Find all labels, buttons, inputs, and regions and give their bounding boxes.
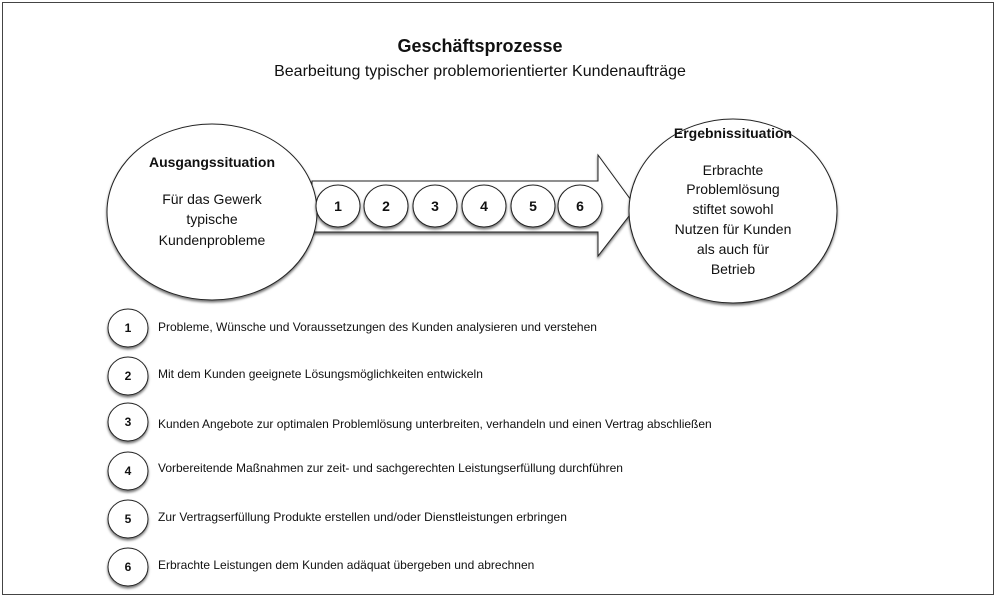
step-number: 1: [125, 321, 132, 335]
result-line: Erbrachte: [703, 162, 764, 178]
start-situation: Ausgangssituation Für das Gewerk typisch…: [106, 123, 318, 301]
step-text: Erbrachte Leistungen dem Kunden adäquat …: [158, 558, 534, 572]
arrow-step-number: 4: [480, 198, 488, 214]
result-line: Nutzen für Kunden: [675, 221, 792, 237]
arrow-step-number: 5: [529, 198, 537, 214]
step-item: 1 Probleme, Wünsche und Voraussetzungen d…: [107, 308, 597, 348]
result-heading: Ergebnissituation: [674, 125, 792, 141]
step-text: Mit dem Kunden geeignete Lösungsmöglichk…: [158, 367, 483, 381]
step-item: 4 Vorbereitende Maßnahmen zur zeit- und s…: [107, 451, 623, 491]
result-circle: [628, 118, 838, 304]
step-item: 3 Kunden Angebote zur optimalen Problemlö…: [107, 402, 712, 442]
diagram-title: Geschäftsprozesse: [397, 36, 562, 56]
result-line: Betrieb: [711, 261, 756, 277]
arrow-step-number: 2: [382, 198, 390, 214]
step-list: 1 Probleme, Wünsche und Voraussetzungen d…: [107, 308, 712, 587]
step-number: 4: [125, 464, 132, 478]
result-line: als auch für: [697, 241, 770, 257]
arrow-step-number: 1: [334, 198, 342, 214]
step-text: Zur Vertragserfüllung Produkte erstellen…: [158, 510, 567, 524]
arrow-step: 5: [510, 184, 556, 228]
result-line: Problemlösung: [686, 181, 779, 197]
step-text: Probleme, Wünsche und Voraussetzungen de…: [158, 320, 597, 334]
start-heading: Ausgangssituation: [149, 154, 275, 170]
start-line: Kundenprobleme: [159, 232, 266, 248]
step-item: 2 Mit dem Kunden geeignete Lösungsmöglich…: [107, 356, 483, 396]
arrow-step-number: 6: [576, 198, 584, 214]
step-text: Kunden Angebote zur optimalen Problemlös…: [158, 417, 712, 431]
step-item: 6 Erbrachte Leistungen dem Kunden adäquat…: [107, 547, 534, 587]
start-line: typische: [186, 211, 238, 227]
arrow-step: 1: [315, 184, 361, 228]
arrow-step: 3: [412, 184, 458, 228]
step-item: 5 Zur Vertragserfüllung Produkte erstelle…: [107, 499, 567, 539]
result-situation: Ergebnissituation Erbrachte Problemlösun…: [628, 118, 838, 304]
step-number: 2: [125, 369, 132, 383]
step-number: 3: [125, 415, 132, 429]
step-number: 5: [125, 512, 132, 526]
result-line: stiftet sowohl: [693, 201, 774, 217]
arrow-step-number: 3: [431, 198, 439, 214]
arrow-step: 6: [557, 184, 603, 228]
step-text: Vorbereitende Maßnahmen zur zeit- und sa…: [158, 461, 623, 475]
arrow-step: 2: [363, 184, 409, 228]
diagram-subtitle: Bearbeitung typischer problemorientierte…: [274, 63, 686, 80]
arrow-step-circles: 1 2 3 4 5 6: [315, 184, 603, 228]
arrow-step: 4: [461, 184, 507, 228]
start-line: Für das Gewerk: [162, 191, 263, 207]
step-number: 6: [125, 560, 132, 574]
